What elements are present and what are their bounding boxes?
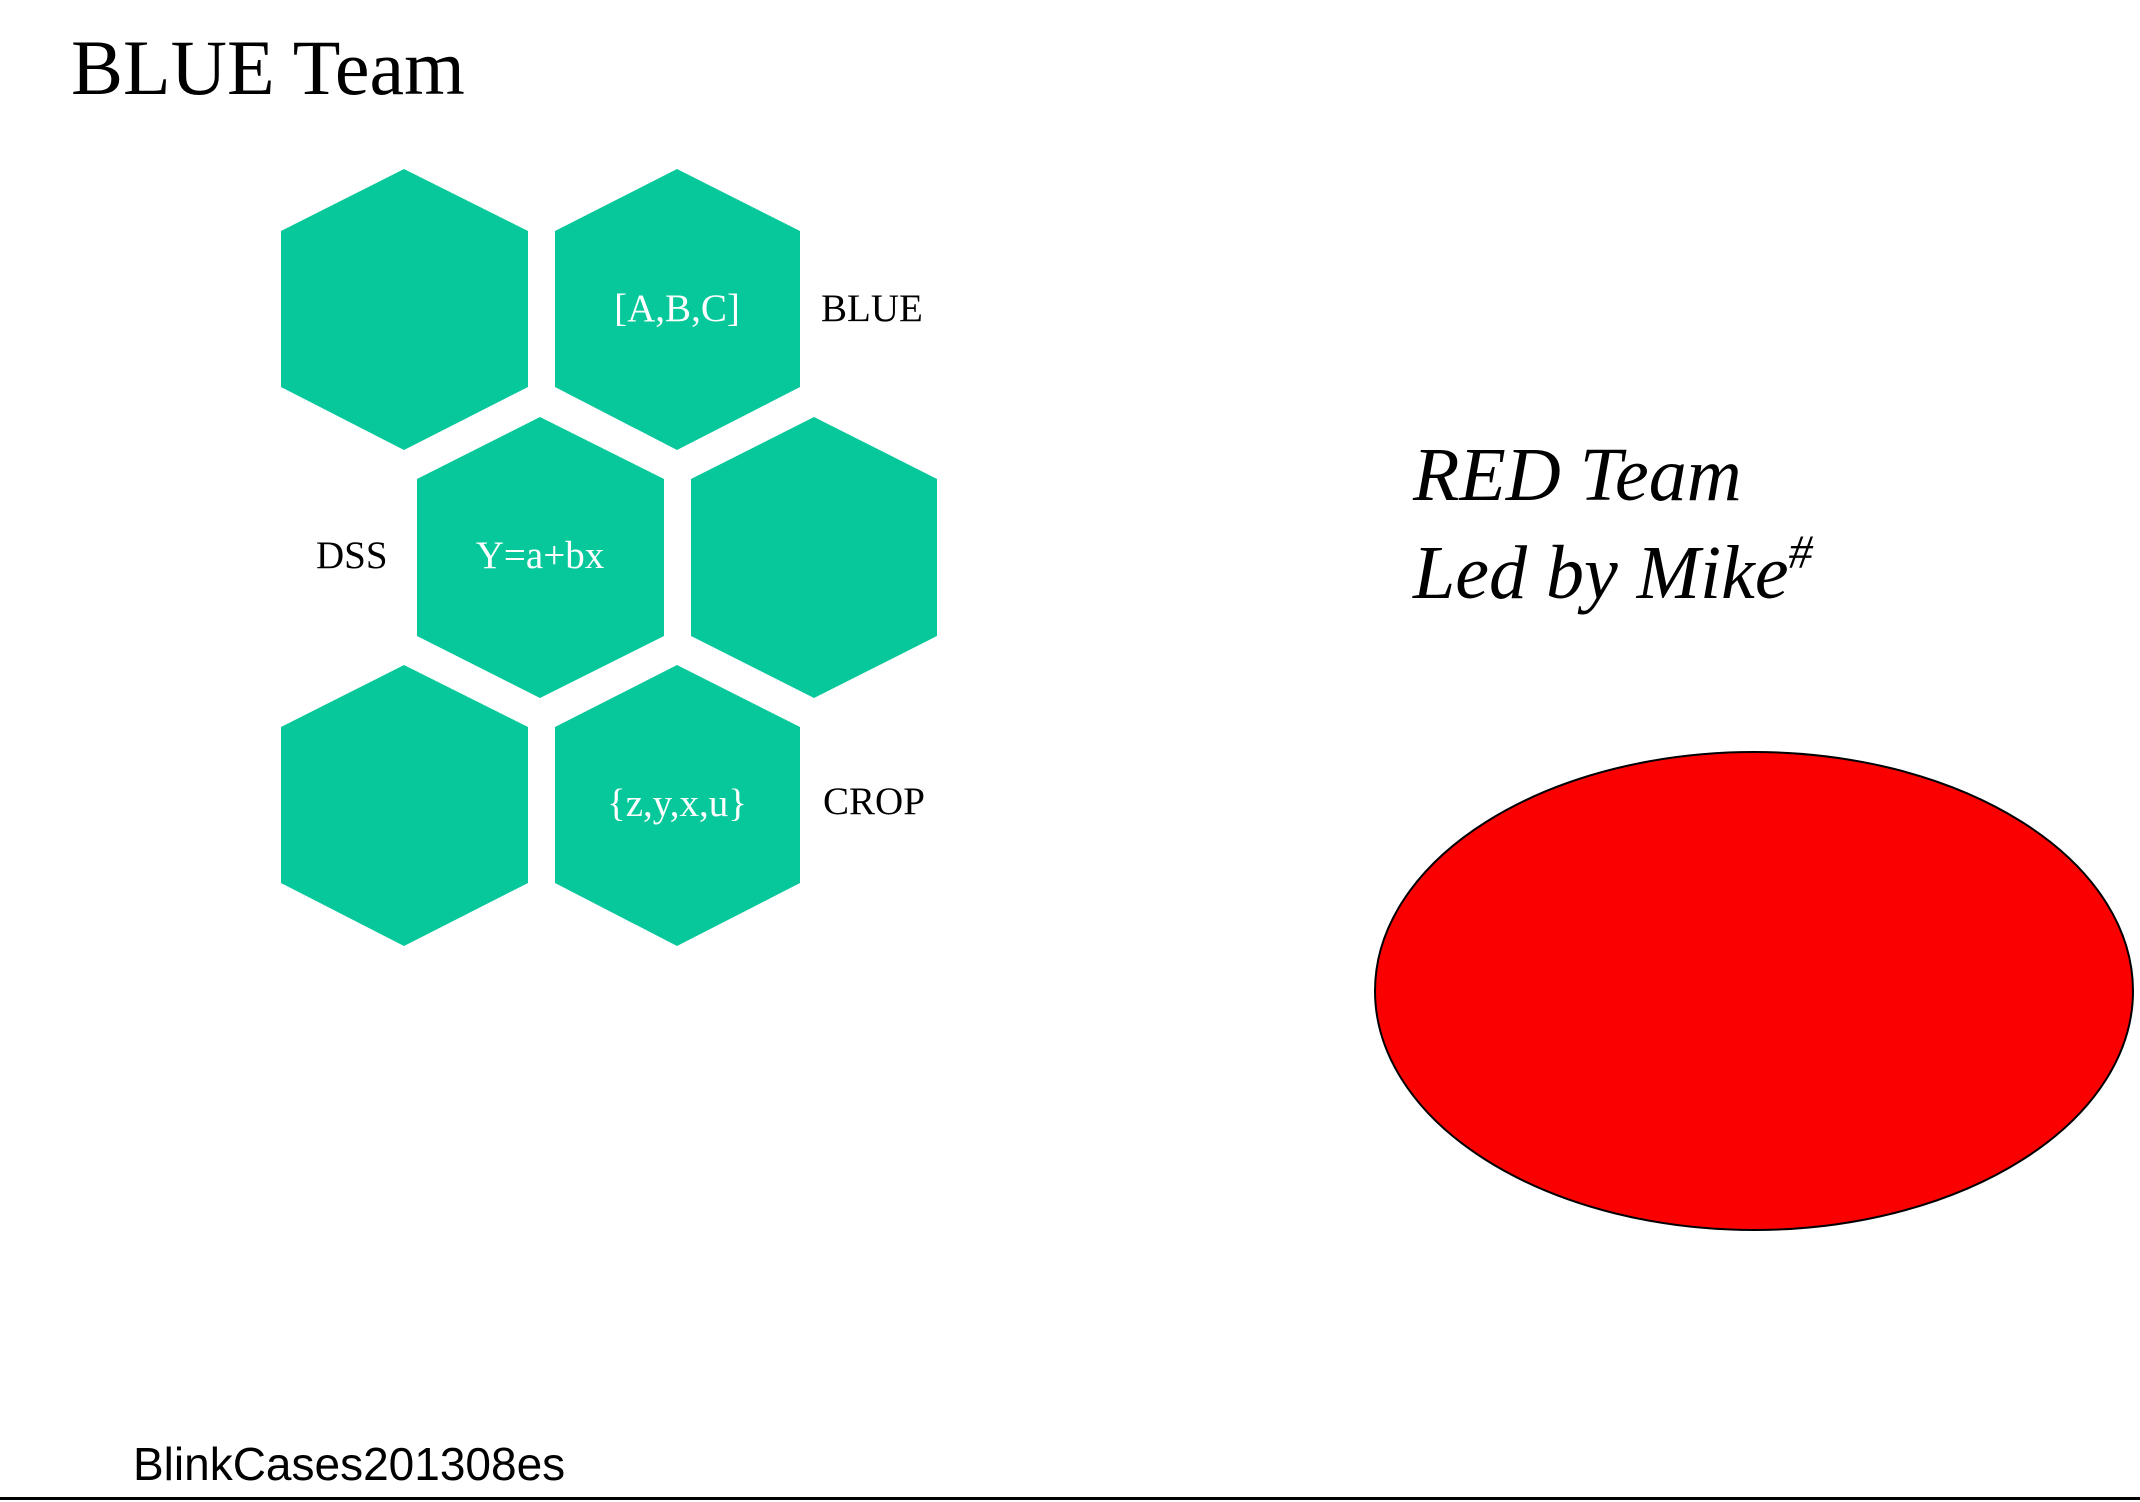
red-team-name: RED Team <box>1413 433 1742 517</box>
hex-bottom-left <box>281 665 528 946</box>
red-team-leader-mark: # <box>1788 526 1813 579</box>
slide-title: BLUE Team <box>71 24 465 111</box>
hex-label-top-right: [A,B,C] <box>614 287 740 330</box>
hex-top-left <box>281 169 528 450</box>
red-team-leader: Led by Mike <box>1413 531 1789 615</box>
hex-label-middle-left: Y=a+bx <box>476 534 605 577</box>
hex-middle-right <box>691 417 937 698</box>
red-team-heading: RED Team Led by Mike# <box>1413 426 1813 622</box>
footer-label: BlinkCases201308es <box>133 1438 566 1490</box>
red-team-leader-line: Led by Mike# <box>1413 524 1813 622</box>
hex-top-right <box>555 169 800 450</box>
side-label-dss: DSS <box>316 534 388 577</box>
side-label-blue: BLUE <box>821 287 923 330</box>
red-team-ellipse <box>1374 751 2134 1231</box>
side-label-crop: CROP <box>823 780 925 823</box>
hex-label-bottom-right: {z,y,x,u} <box>607 782 747 825</box>
footer-divider <box>0 1497 2140 1500</box>
hex-middle-left <box>417 417 664 698</box>
hex-grid: [A,B,C] Y=a+bx {z,y,x,u} BLUE DSS CROP <box>281 169 937 946</box>
hex-bottom-right <box>555 665 800 946</box>
